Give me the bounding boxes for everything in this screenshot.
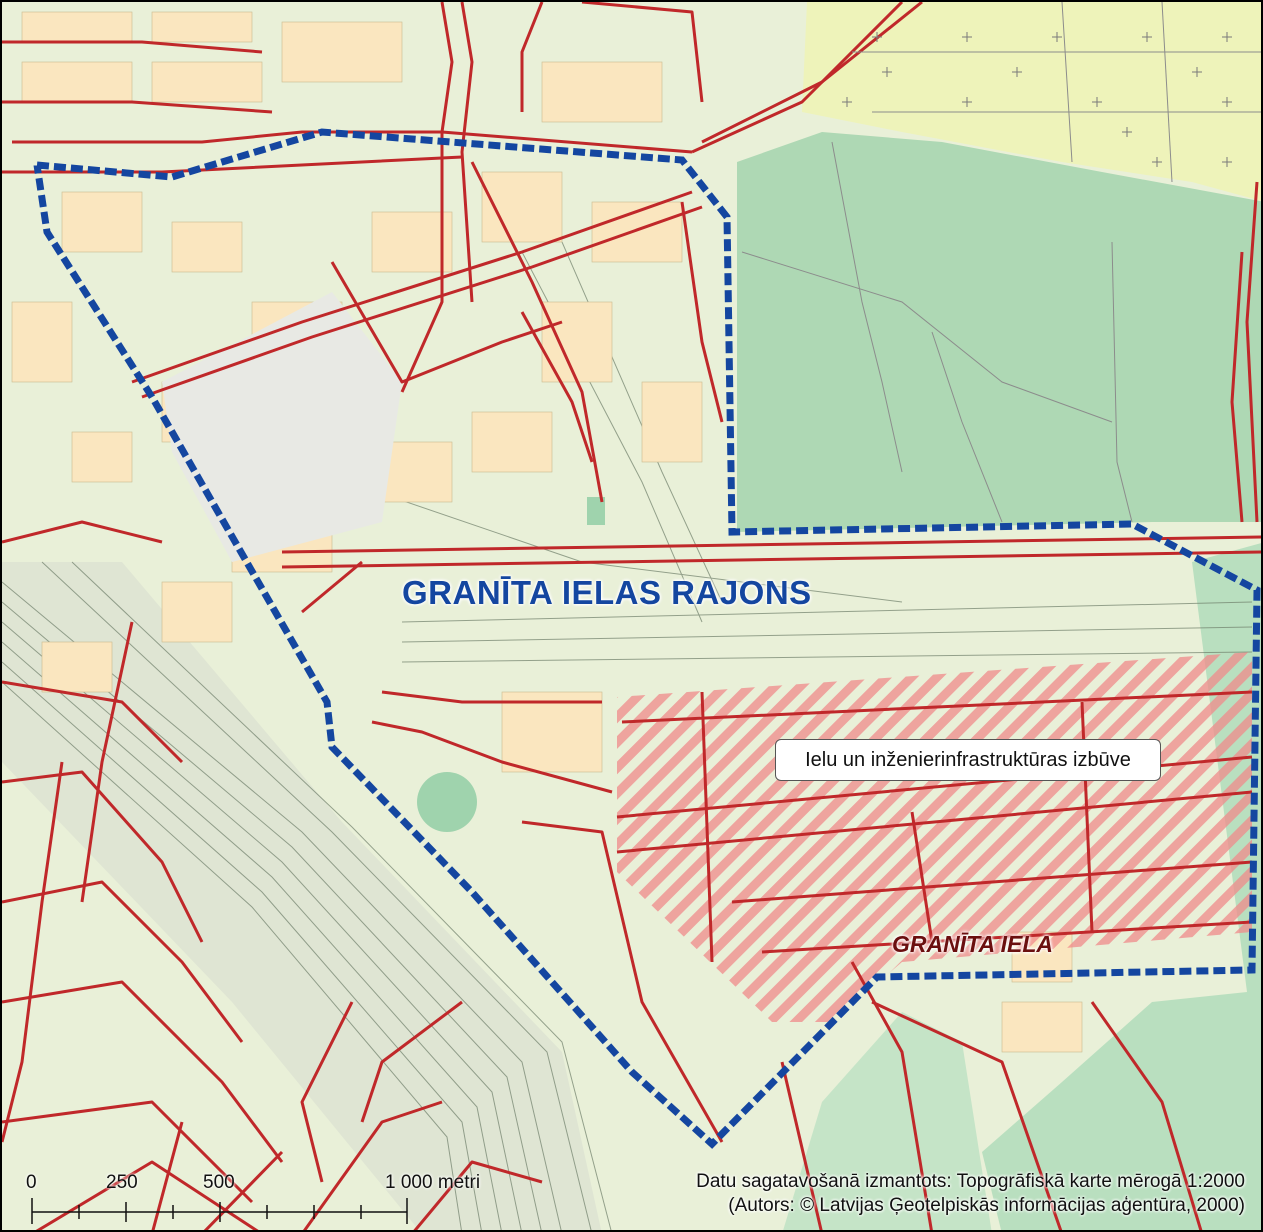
minor-paths: [741, 2, 1261, 523]
forest-area-south: [982, 543, 1261, 1230]
scale-label-500: 500: [203, 1172, 235, 1193]
scale-bar: [31, 1198, 408, 1224]
forest-area: [737, 132, 1261, 532]
scale-label-0: 0: [26, 1172, 37, 1193]
field-crosses: [842, 32, 1232, 167]
scale-label-1000: 1 000 metri: [385, 1172, 481, 1193]
source-note: Datu sagatavošanā izmantots: Topogrāfisk…: [696, 1170, 1245, 1218]
forest-area-southwest: [783, 1012, 992, 1230]
legend-text: Ielu un inženierinfrastruktūras izbūve: [805, 748, 1131, 771]
scale-label-250: 250: [106, 1172, 138, 1193]
pond-small: [587, 497, 605, 525]
pond: [417, 772, 477, 832]
hatch-legend-label: Ielu un inženierinfrastruktūras izbūve: [775, 739, 1161, 781]
industrial-area: [162, 292, 402, 562]
district-boundary: [33, 128, 1261, 1149]
source-note-line: (Autors: © Latvijas Ģeotelpiskās informā…: [728, 1195, 1245, 1216]
district-title: GRANĪTA IELAS RAJONS: [402, 574, 812, 611]
source-note-line: Datu sagatavošanā izmantots: Topogrāfisk…: [696, 1171, 1245, 1192]
street-label-granita-iela: GRANĪTA IELA: [892, 931, 1053, 957]
